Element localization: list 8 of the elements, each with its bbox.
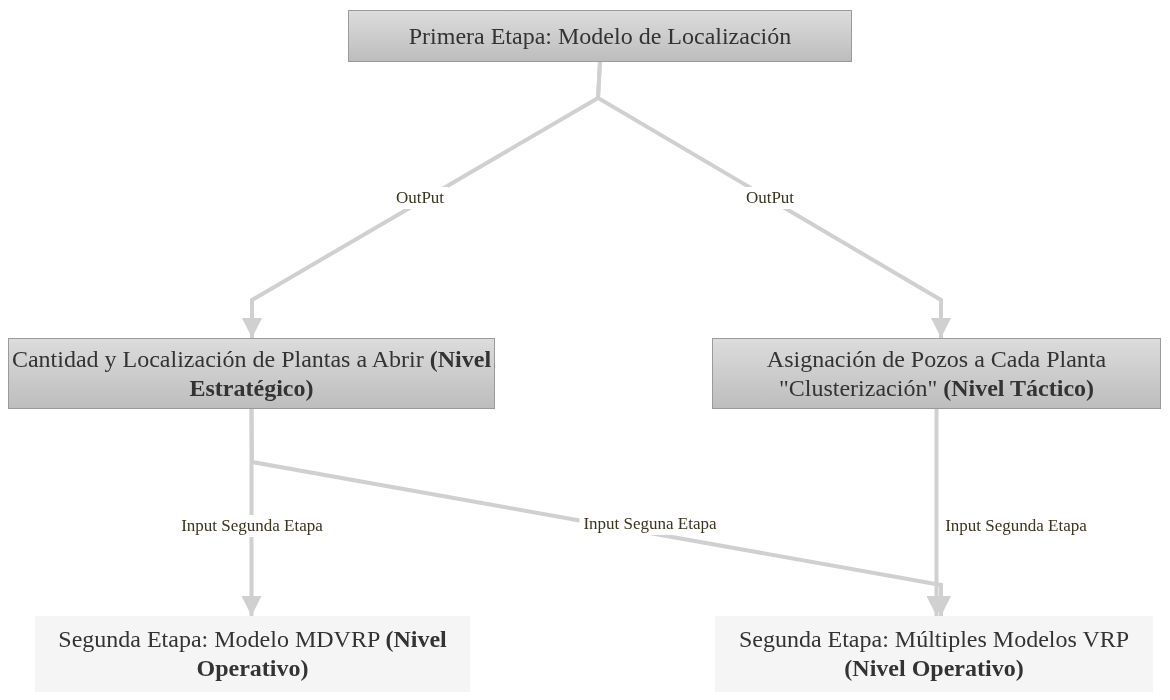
connector-arrow: [241, 409, 262, 616]
result-box: Segunda Etapa: Modelo MDVRP (Nivel Operativo): [35, 616, 470, 692]
connector-arrow: [595, 61, 951, 338]
result-box: Segunda Etapa: Múltiples Modelos VRP (Nivel Operativo): [715, 616, 1153, 692]
connector-arrow: [249, 409, 951, 616]
process-box: Cantidad y Localización de Plantas a Abrir (Nivel Estratégico): [8, 338, 495, 409]
process-box: Primera Etapa: Modelo de Localización: [348, 10, 852, 62]
process-box: Asignación de Pozos a Cada Planta "Clusterización" (Nivel Táctico): [712, 338, 1161, 409]
